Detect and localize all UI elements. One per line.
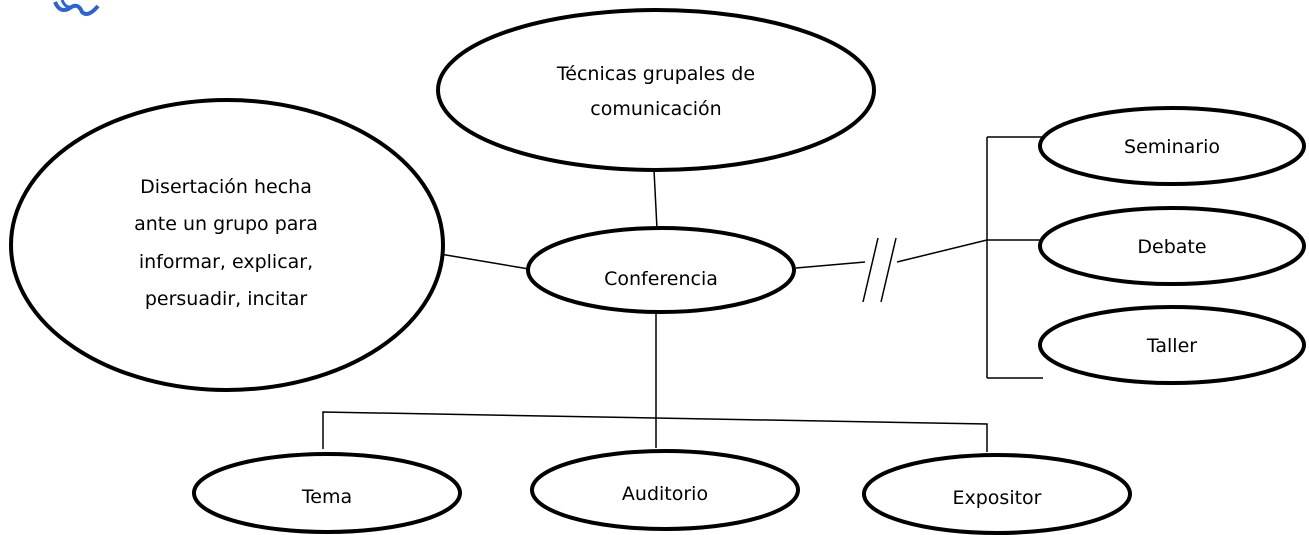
node-debate: Debate [1038, 206, 1306, 286]
connectors [322, 136, 1043, 452]
break-mark-1 [862, 237, 879, 303]
node-seminario: Seminario [1038, 106, 1306, 186]
node-definition-line-1: Disertación hecha [140, 176, 312, 198]
node-taller: Taller [1038, 305, 1306, 385]
node-title-line-2: comunicación [590, 98, 721, 120]
node-definition-line-2: ante un grupo para [134, 213, 318, 235]
node-title-line-1: Técnicas grupales de [556, 63, 755, 85]
break-mark-2 [880, 237, 897, 303]
node-center-label: Conferencia [604, 268, 718, 290]
node-title: Técnicas grupales de comunicación [436, 8, 876, 172]
edge-break-right [896, 239, 988, 263]
node-center: Conferencia [526, 226, 796, 314]
node-auditorio: Auditorio [530, 449, 800, 531]
node-taller-label: Taller [1146, 335, 1197, 357]
edge-title-center [653, 169, 658, 230]
edge-center-break [795, 261, 866, 269]
logo-fragment [53, 0, 100, 16]
edge-definition-center [439, 253, 530, 270]
node-expositor: Expositor [862, 453, 1132, 535]
node-definition-line-4: persuadir, incitar [145, 288, 308, 310]
node-auditorio-label: Auditorio [622, 483, 708, 505]
node-definition: Disertación hecha ante un grupo para inf… [9, 98, 445, 392]
node-expositor-label: Expositor [953, 487, 1042, 509]
node-tema-label: Tema [301, 486, 352, 508]
edge-bottom-bracket [322, 411, 988, 452]
node-tema: Tema [192, 452, 462, 534]
node-definition-line-3: informar, explicar, [139, 251, 313, 273]
node-debate-label: Debate [1137, 236, 1206, 258]
node-seminario-label: Seminario [1124, 136, 1220, 158]
